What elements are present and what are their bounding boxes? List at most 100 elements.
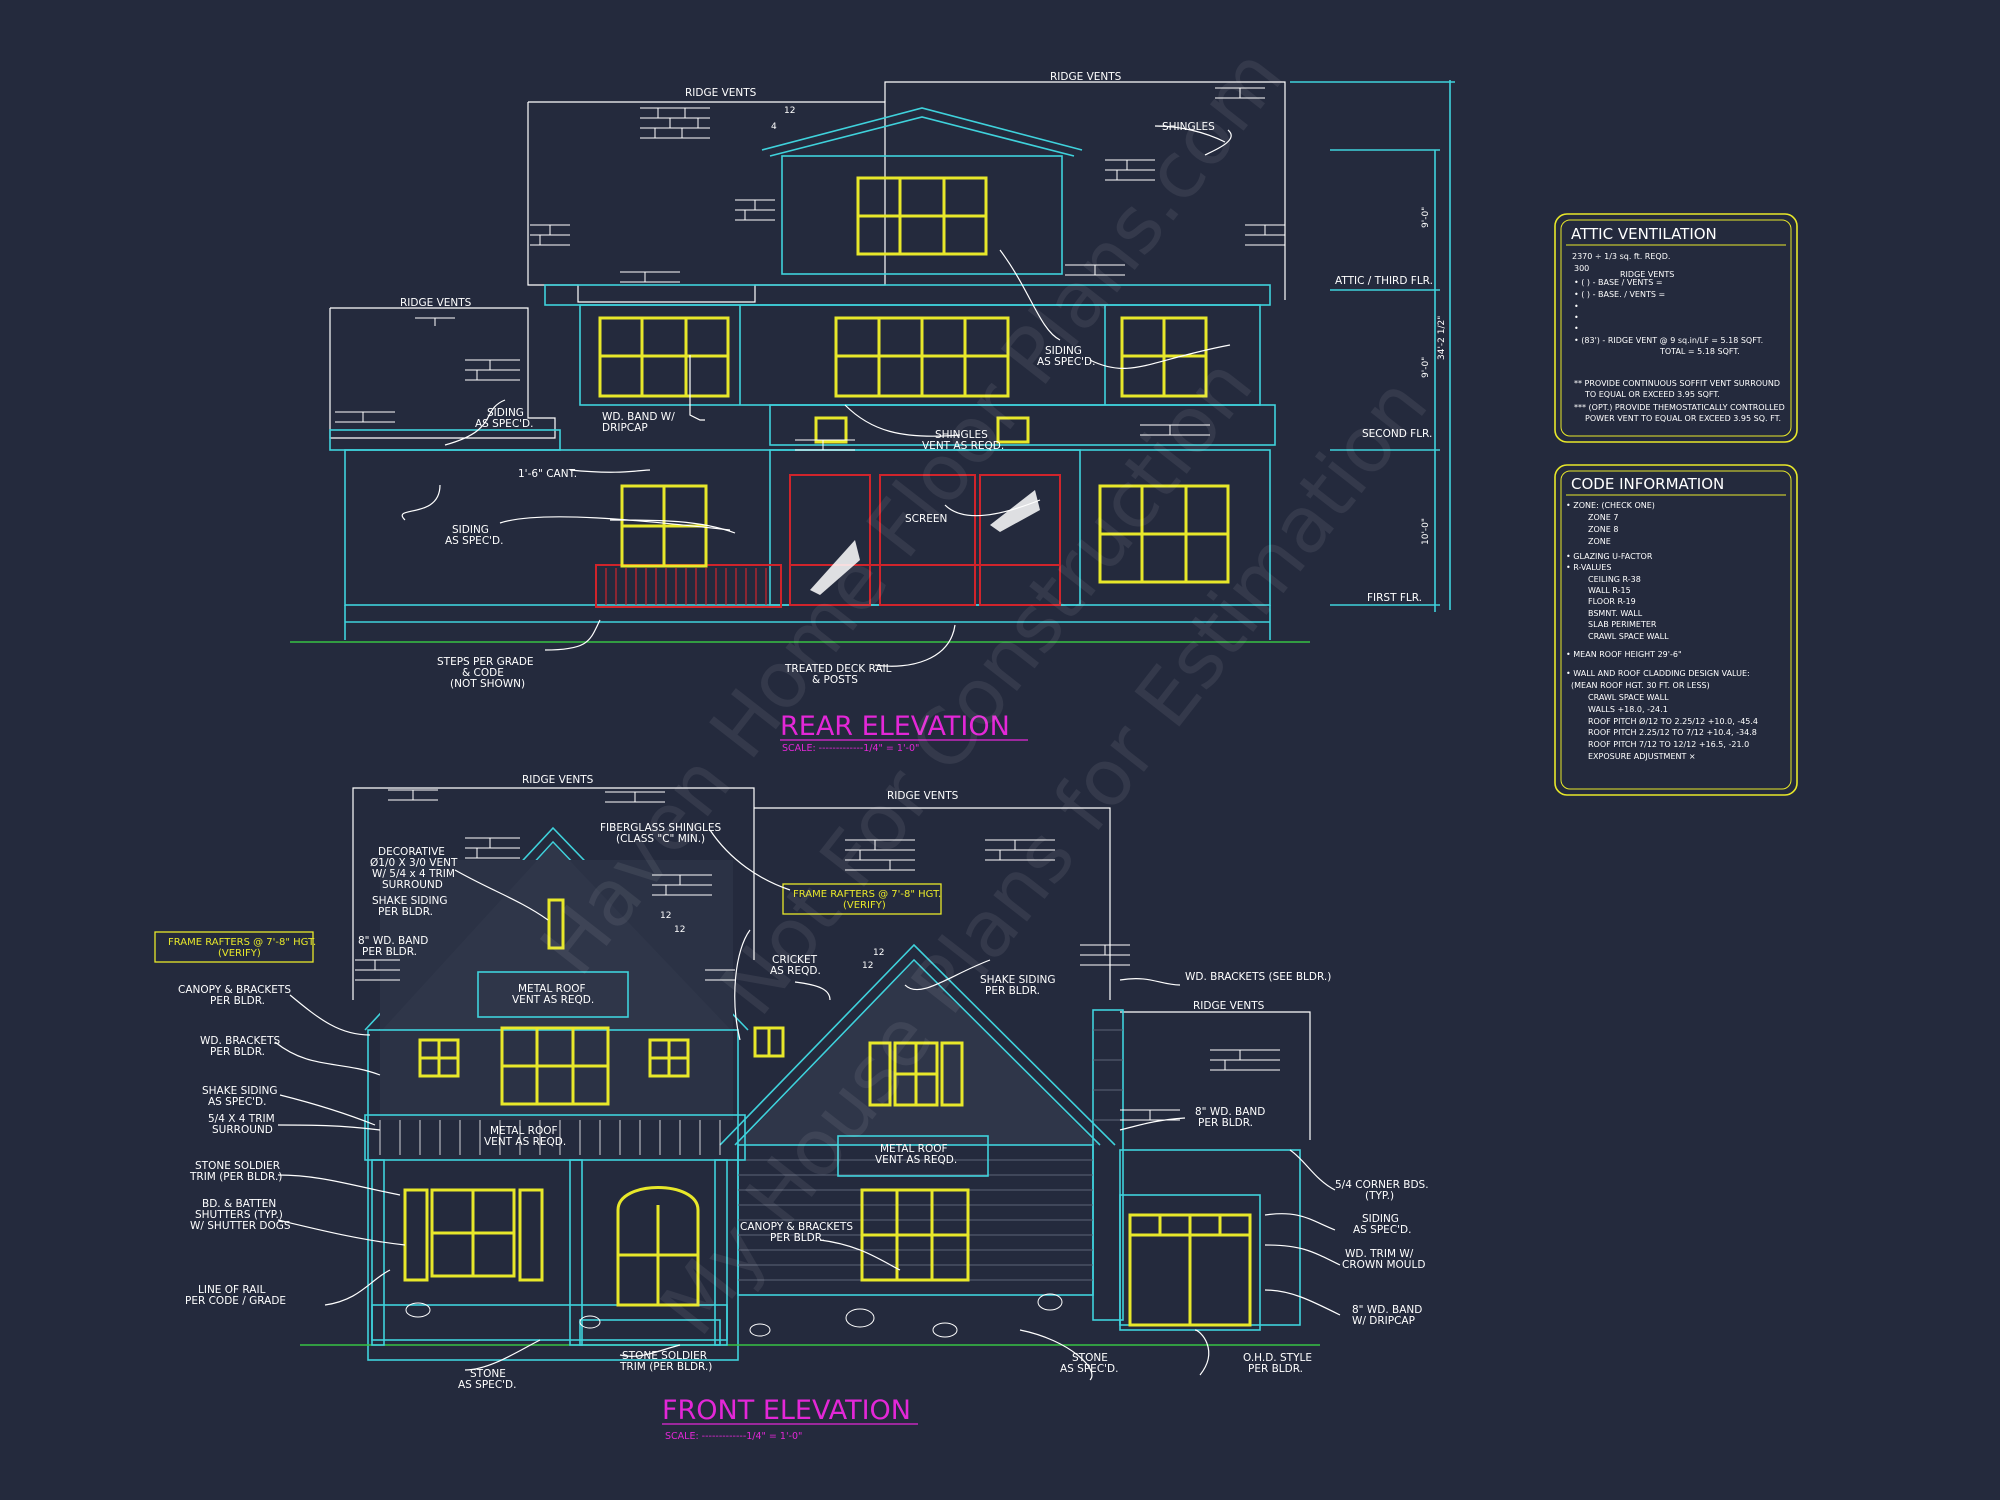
attic-ventilation-panel: ATTIC VENTILATION 2370 ÷ 1/3 sq. ft. REQ… <box>1554 213 1798 443</box>
code-information-panel: CODE INFORMATION • ZONE: (CHECK ONE) ZON… <box>1554 464 1798 796</box>
code-line: ROOF PITCH 2.25/12 TO 7/12 +10.4, -34.8 <box>1588 728 1757 737</box>
attic-line: ** PROVIDE CONTINUOUS SOFFIT VENT SURROU… <box>1574 379 1780 388</box>
attic-line: POWER VENT TO EQUAL OR EXCEED 3.95 SQ. F… <box>1585 414 1781 423</box>
front-elevation-title: FRONT ELEVATION <box>662 1395 911 1426</box>
code-line: ZONE <box>1588 537 1611 546</box>
rear-note-siding-3: SIDING <box>1045 345 1082 357</box>
front-note-ridge-vents-2: RIDGE VENTS <box>887 790 959 802</box>
front-elevation: 12 12 12 12 RIDGE VENTS RIDGE VENTS RIDG… <box>154 774 1429 1442</box>
front-note-band8-1: 8" WD. BAND <box>358 935 428 947</box>
rear-note-steps-2: & CODE <box>462 667 504 679</box>
rear-note-deck-2: & POSTS <box>812 674 858 686</box>
front-note-corner-1: 5/4 CORNER BDS. <box>1335 1179 1429 1191</box>
front-note-frame-rafters-left-2: (VERIFY) <box>218 948 261 959</box>
code-line: ZONE 8 <box>1588 525 1618 534</box>
attic-line: • <box>1574 324 1579 333</box>
front-note-band8-2b: PER BLDR. <box>1198 1117 1253 1129</box>
code-line: ROOF PITCH Ø/12 TO 2.25/12 +10.0, -45.4 <box>1588 716 1758 726</box>
code-line: • WALL AND ROOF CLADDING DESIGN VALUE: <box>1566 669 1750 678</box>
front-note-stone-soldier-1: STONE SOLDIER <box>195 1160 280 1172</box>
front-note-metal-roof-1b: VENT AS REQD. <box>512 994 594 1006</box>
dim-total: 34'-2 1/2" <box>1437 316 1447 360</box>
front-note-stone-1b: AS SPEC'D. <box>458 1379 516 1391</box>
code-line: CRAWL SPACE WALL <box>1588 693 1669 702</box>
rear-note-shingles-vent-2: VENT AS REQD. <box>922 440 1004 452</box>
code-line: ROOF PITCH 7/12 TO 12/12 +16.5, -21.0 <box>1588 740 1749 749</box>
rear-note-siding-3b: AS SPEC'D. <box>1037 356 1095 368</box>
code-line: WALL R-15 <box>1588 586 1631 595</box>
attic-line: *** (OPT.) PROVIDE THEMOSTATICALLY CONTR… <box>1574 403 1785 412</box>
front-note-stone-soldier-1b: TRIM (PER BLDR.) <box>189 1171 282 1183</box>
front-note-band8-3: 8" WD. BAND <box>1352 1304 1422 1316</box>
code-line: SLAB PERIMETER <box>1588 620 1657 629</box>
front-note-crown-1: WD. TRIM W/ <box>1345 1248 1414 1260</box>
code-information-title: CODE INFORMATION <box>1571 475 1724 493</box>
front-pitch-12a: 12 <box>660 911 671 921</box>
attic-line: • ( ) - BASE. / VENTS = <box>1574 290 1665 299</box>
front-note-shake-3b: PER BLDR. <box>985 985 1040 997</box>
front-note-trim-1b: SURROUND <box>212 1124 273 1136</box>
code-line: • MEAN ROOF HEIGHT 29'-6" <box>1566 650 1682 659</box>
rear-note-screen: SCREEN <box>905 513 947 525</box>
code-line: • ZONE: (CHECK ONE) <box>1566 501 1655 510</box>
front-note-shake-2: SHAKE SIDING <box>202 1085 278 1097</box>
front-note-band8-1b: PER BLDR. <box>362 946 417 958</box>
front-note-metal-roof-3b: VENT AS REQD. <box>875 1154 957 1166</box>
front-note-metal-roof-2: METAL ROOF <box>490 1125 558 1137</box>
level-attic: ATTIC / THIRD FLR. <box>1335 275 1433 287</box>
front-note-corner-2: (TYP.) <box>1365 1190 1394 1202</box>
front-note-frame-rafters-right-2: (VERIFY) <box>843 900 886 911</box>
front-note-frame-rafters-right-1: FRAME RAFTERS @ 7'-8" HGT. <box>793 889 941 900</box>
level-second: SECOND FLR. <box>1362 428 1432 440</box>
code-line: ZONE 7 <box>1588 513 1618 522</box>
front-note-fiberglass-1: FIBERGLASS SHINGLES <box>600 822 721 834</box>
front-note-decorative-3: W/ 5/4 x 4 TRIM <box>372 868 455 880</box>
rear-note-deck-1: TREATED DECK RAIL <box>784 663 892 675</box>
front-note-stone-2: STONE <box>1072 1352 1108 1364</box>
front-note-shutters-3: W/ SHUTTER DOGS <box>190 1220 291 1232</box>
front-note-decorative-1: DECORATIVE <box>378 846 445 858</box>
front-elevation-scale: SCALE: -------------1/4" = 1'-0" <box>665 1431 802 1442</box>
front-note-canopy-1b: PER BLDR. <box>210 995 265 1007</box>
front-note-brackets-1: WD. BRACKETS <box>200 1035 280 1047</box>
rear-pitch-12: 12 <box>784 106 795 116</box>
front-pitch-12c: 12 <box>873 948 884 958</box>
rear-note-steps-3: (NOT SHOWN) <box>450 678 525 690</box>
rear-note-steps-1: STEPS PER GRADE <box>437 656 534 668</box>
front-pitch-12d: 12 <box>862 961 873 971</box>
attic-line: • ( ) - BASE / VENTS = <box>1574 278 1663 287</box>
front-note-siding-1b: AS SPEC'D. <box>1353 1224 1411 1236</box>
rear-note-shingles-vent-1: SHINGLES <box>935 429 988 441</box>
front-note-canopy-2b: PER BLDR. <box>770 1232 825 1244</box>
code-line: • R-VALUES <box>1566 563 1611 572</box>
attic-line: • (83') - RIDGE VENT @ 9 sq.in/LF = 5.18… <box>1574 336 1763 345</box>
front-note-stone-1: STONE <box>470 1368 506 1380</box>
rear-note-band-1: WD. BAND W/ <box>602 411 675 423</box>
front-note-shake-2b: AS SPEC'D. <box>208 1096 266 1108</box>
rear-elevation: RIDGE VENTS RIDGE VENTS RIDGE VENTS SHIN… <box>290 71 1455 754</box>
rear-elevation-title: REAR ELEVATION <box>780 711 1010 742</box>
front-note-shake-1: SHAKE SIDING <box>372 895 448 907</box>
front-note-shake-3: SHAKE SIDING <box>980 974 1056 986</box>
attic-line: TO EQUAL OR EXCEED 3.95 SQFT. <box>1584 390 1720 399</box>
front-note-stone-soldier-2b: TRIM (PER BLDR.) <box>619 1361 712 1373</box>
front-note-ridge-vents-1: RIDGE VENTS <box>522 774 594 786</box>
front-note-stone-soldier-2: STONE SOLDIER <box>622 1350 707 1362</box>
code-line: (MEAN ROOF HGT. 30 FT. OR LESS) <box>1571 681 1710 690</box>
front-note-canopy-1: CANOPY & BRACKETS <box>178 984 291 996</box>
front-note-decorative-4: SURROUND <box>382 879 443 891</box>
rear-note-band-2: DRIPCAP <box>602 422 648 434</box>
front-note-frame-rafters-left-1: FRAME RAFTERS @ 7'-8" HGT. <box>168 937 316 948</box>
front-note-band8-3b: W/ DRIPCAP <box>1352 1315 1415 1327</box>
code-line: WALLS +18.0, -24.1 <box>1588 705 1668 714</box>
rear-note-ridge-vents-wing: RIDGE VENTS <box>400 297 472 309</box>
rear-note-siding-1: SIDING <box>487 407 524 419</box>
attic-line: RIDGE VENTS <box>1620 270 1674 279</box>
brick-symbols-front <box>355 789 1280 1121</box>
rear-note-cant: 1'-6" CANT. <box>518 468 577 480</box>
front-note-stone-2b: AS SPEC'D. <box>1060 1363 1118 1375</box>
attic-line: • <box>1574 302 1579 311</box>
front-note-band8-2: 8" WD. BAND <box>1195 1106 1265 1118</box>
front-note-brackets-1b: PER BLDR. <box>210 1046 265 1058</box>
